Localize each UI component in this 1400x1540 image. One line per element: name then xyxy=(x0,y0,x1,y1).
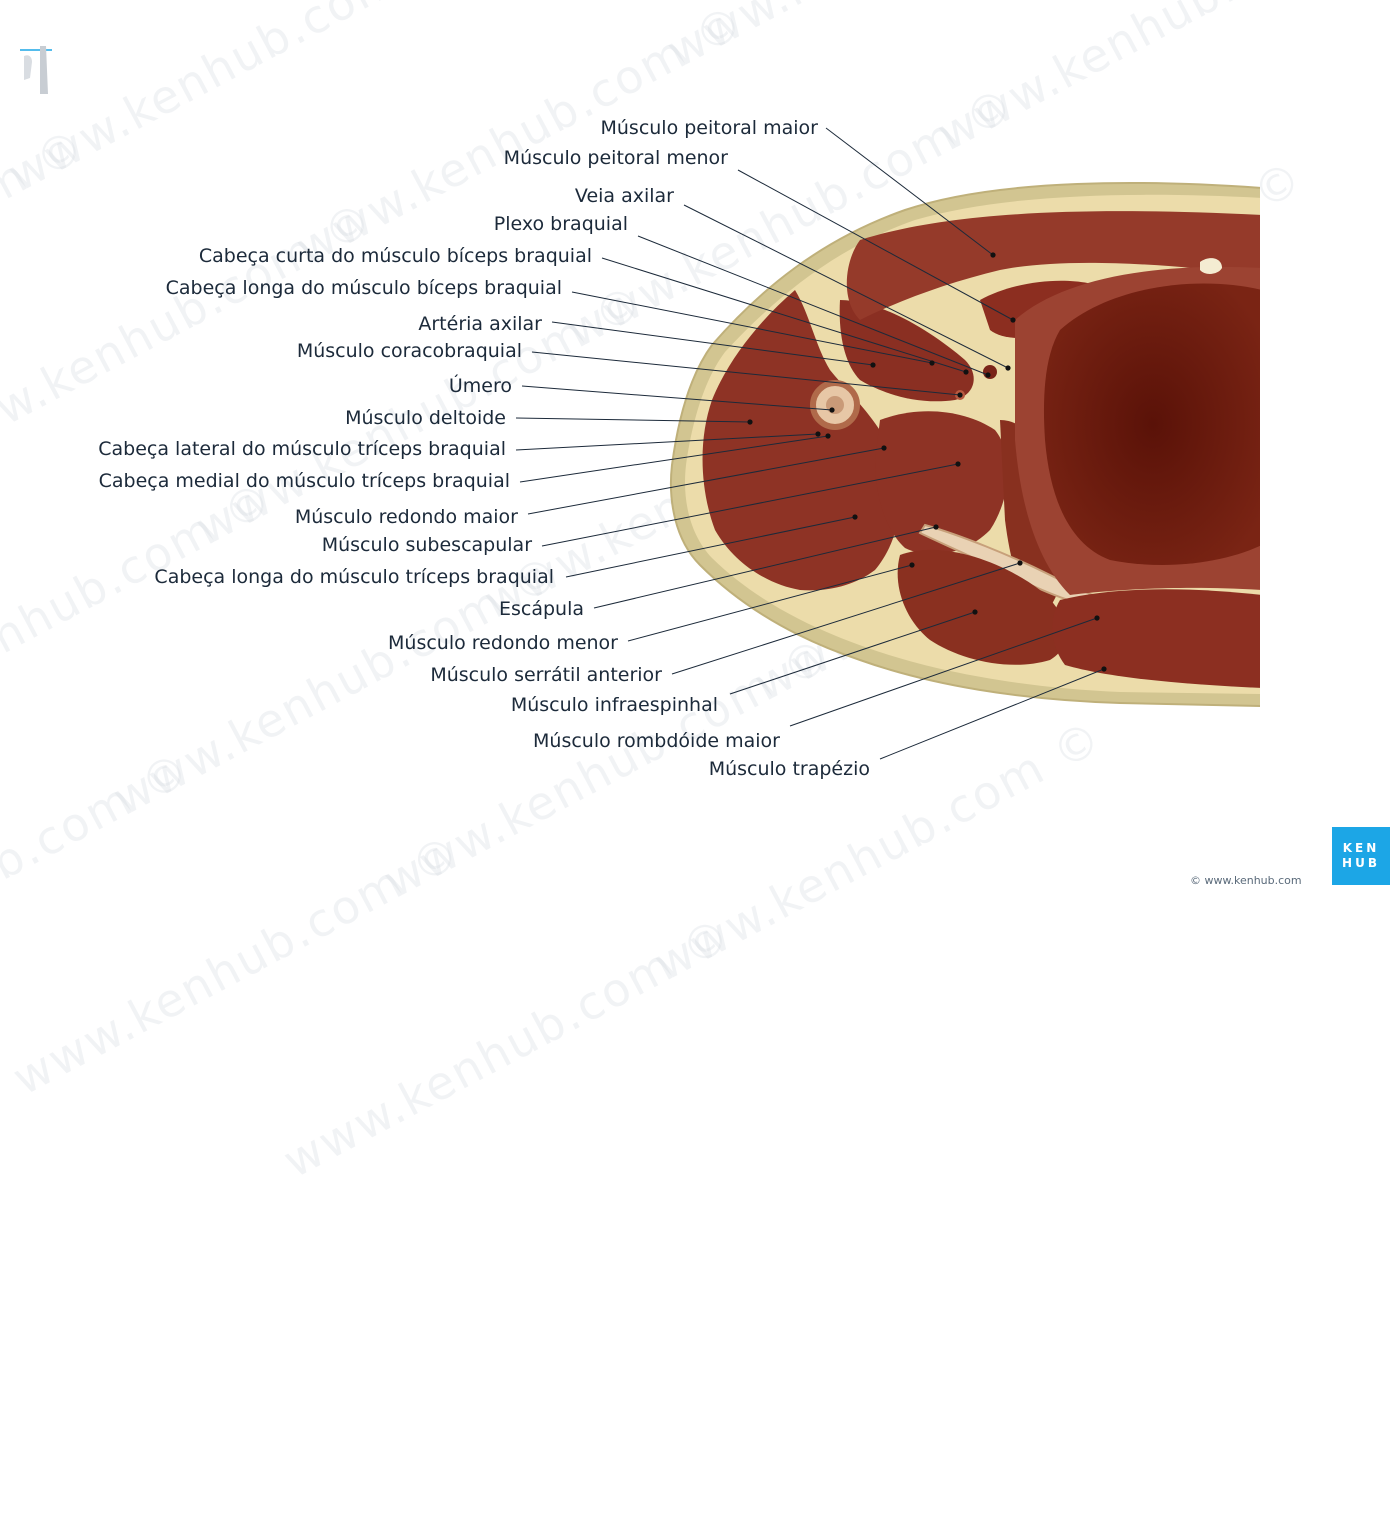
triceps-muscle xyxy=(875,411,1008,555)
leader-line-arteria-axilar xyxy=(551,321,874,366)
label-escapula: Escápula xyxy=(498,598,584,620)
watermark-row: www.kenhub.com © xyxy=(274,906,741,1189)
logo-line-2: HUB xyxy=(1342,856,1380,870)
leader-line-peitoral-menor xyxy=(737,169,1014,321)
label-cabeca-longa-triceps: Cabeça longa do músculo tríceps braquial xyxy=(154,566,554,588)
label-deltoide: Músculo deltoide xyxy=(345,407,506,429)
label-subescapular: Músculo subescapular xyxy=(321,534,532,556)
leader-dot-cabeca-curta-biceps xyxy=(963,369,969,375)
leader-line-deltoide xyxy=(515,417,751,423)
leader-dot-arteria-axilar xyxy=(870,362,876,368)
leader-line-serratil-anterior xyxy=(671,562,1021,675)
leader-dot-cabeca-longa-biceps xyxy=(929,360,935,366)
label-infraespinhal: Músculo infraespinhal xyxy=(510,694,718,716)
leader-dot-subescapular xyxy=(955,461,961,467)
leader-line-peitoral-maior xyxy=(825,127,994,256)
leader-line-cabeca-medial-triceps xyxy=(519,435,829,483)
leader-dot-redondo-menor xyxy=(909,562,915,568)
leader-line-plexo-braquial xyxy=(637,235,989,376)
copyright-text: © www.kenhub.com xyxy=(1190,874,1302,887)
leader-line-escapula xyxy=(593,526,937,609)
leader-dot-cabeca-longa-triceps xyxy=(852,514,858,520)
label-cabeca-lateral-triceps: Cabeça lateral do músculo tríceps braqui… xyxy=(98,438,506,460)
leader-dot-peitoral-menor xyxy=(1010,317,1016,323)
leader-line-infraespinhal xyxy=(729,611,976,695)
lung xyxy=(1043,283,1260,565)
biceps-muscle xyxy=(839,300,974,402)
leader-line-cabeca-longa-biceps xyxy=(571,291,933,364)
kenhub-logo: KEN HUB xyxy=(1332,827,1390,885)
leader-line-cabeca-curta-biceps xyxy=(601,257,967,373)
leader-line-trapezio xyxy=(879,668,1105,760)
leader-dot-cabeca-medial-triceps xyxy=(825,433,831,439)
leader-dot-trapezio xyxy=(1101,666,1107,672)
arm-orientation-icon xyxy=(20,46,52,94)
leader-line-redondo-maior xyxy=(527,447,885,515)
label-redondo-menor: Músculo redondo menor xyxy=(388,632,618,654)
label-peitoral-menor: Músculo peitoral menor xyxy=(503,147,728,169)
leader-line-rombdoide-maior xyxy=(789,617,1098,727)
label-serratil-anterior: Músculo serrátil anterior xyxy=(430,664,662,686)
leader-dot-coracobraquial xyxy=(957,392,963,398)
label-cabeca-medial-triceps: Cabeça medial do músculo tríceps braquia… xyxy=(98,470,510,492)
leader-line-veia-axilar xyxy=(683,204,1009,369)
leader-dot-infraespinhal xyxy=(972,609,978,615)
leader-line-coracobraquial xyxy=(531,351,961,396)
leader-line-cabeca-longa-triceps xyxy=(565,516,856,578)
label-arteria-axilar: Artéria axilar xyxy=(418,313,542,335)
leader-dot-rombdoide-maior xyxy=(1094,615,1100,621)
label-plexo-braquial: Plexo braquial xyxy=(493,213,628,235)
logo-line-1: KEN xyxy=(1342,841,1380,855)
label-coracobraquial: Músculo coracobraquial xyxy=(296,340,522,362)
leader-dot-deltoide xyxy=(747,419,753,425)
leader-dot-serratil-anterior xyxy=(1017,560,1023,566)
label-veia-axilar: Veia axilar xyxy=(574,185,674,207)
label-cabeca-longa-biceps: Cabeça longa do músculo bíceps braquial xyxy=(165,277,562,299)
leader-dot-escapula xyxy=(933,524,939,530)
leader-lines xyxy=(515,127,1107,760)
leader-dot-redondo-maior xyxy=(881,445,887,451)
infraspinatus-muscle xyxy=(897,549,1067,665)
leader-dot-plexo-braquial xyxy=(985,372,991,378)
label-rombdoide-maior: Músculo rombdóide maior xyxy=(533,730,780,752)
leader-line-redondo-menor xyxy=(627,564,913,642)
leader-dot-veia-axilar xyxy=(1005,365,1011,371)
label-redondo-maior: Músculo redondo maior xyxy=(294,506,518,528)
pectoralis-major-muscle xyxy=(846,211,1260,320)
leader-dot-peitoral-maior xyxy=(990,252,996,258)
trapezius-muscle xyxy=(1052,589,1260,688)
cross-section-illustration xyxy=(669,182,1260,707)
leader-dot-umero xyxy=(829,407,835,413)
leader-dot-cabeca-lateral-triceps xyxy=(815,431,821,437)
leader-line-subescapular xyxy=(541,463,959,547)
leader-line-umero xyxy=(521,385,833,411)
label-peitoral-maior: Músculo peitoral maior xyxy=(600,117,818,139)
clavicle-fragment xyxy=(1200,258,1222,274)
leader-line-cabeca-lateral-triceps xyxy=(515,433,819,451)
label-cabeca-curta-biceps: Cabeça curta do músculo bíceps braquial xyxy=(198,245,592,267)
label-umero: Úmero xyxy=(448,375,512,397)
diagram-stage: www.kenhub.com © www.kenhub.com © www.ke… xyxy=(0,0,1394,1188)
label-trapezio: Músculo trapézio xyxy=(708,758,870,780)
